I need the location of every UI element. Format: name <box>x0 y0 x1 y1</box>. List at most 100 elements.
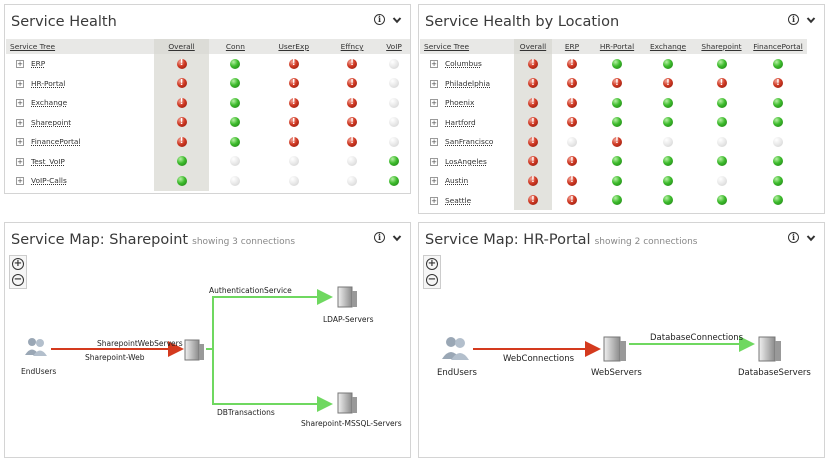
zoom-out-button[interactable]: − <box>10 272 26 288</box>
status-critical-icon[interactable] <box>528 97 538 108</box>
end-users-node[interactable]: EndUsers <box>21 338 56 376</box>
edge-authentication[interactable] <box>206 289 333 350</box>
info-icon[interactable]: i <box>374 232 385 243</box>
status-critical-icon[interactable] <box>567 117 577 128</box>
status-ok-icon[interactable] <box>612 97 622 108</box>
status-unknown-icon[interactable] <box>389 136 399 147</box>
status-critical-icon[interactable] <box>176 117 187 128</box>
web-servers-node[interactable]: WebServers <box>591 336 642 378</box>
status-unknown-icon[interactable] <box>389 58 399 69</box>
row-link[interactable]: SanFrancisco <box>445 137 494 147</box>
status-ok-icon[interactable] <box>663 58 673 69</box>
mssql-servers-node[interactable]: Sharepoint-MSSQL-Servers <box>301 392 402 428</box>
zoom-out-button[interactable]: − <box>424 272 440 288</box>
zoom-in-button[interactable]: + <box>10 256 26 272</box>
status-ok-icon[interactable] <box>773 117 783 128</box>
status-critical-icon[interactable] <box>176 97 187 108</box>
status-ok-icon[interactable] <box>230 78 241 89</box>
status-ok-icon[interactable] <box>773 156 783 167</box>
status-ok-icon[interactable] <box>612 156 622 167</box>
status-critical-icon[interactable] <box>288 58 299 69</box>
expand-icon[interactable]: + <box>16 79 24 88</box>
info-icon[interactable]: i <box>788 232 799 243</box>
status-critical-icon[interactable] <box>663 78 673 89</box>
expand-icon[interactable]: + <box>16 157 24 166</box>
status-critical-icon[interactable] <box>716 78 727 89</box>
expand-icon[interactable]: + <box>430 196 438 205</box>
status-ok-icon[interactable] <box>663 117 673 128</box>
status-ok-icon[interactable] <box>716 117 727 128</box>
status-critical-icon[interactable] <box>567 156 577 167</box>
chevron-down-icon[interactable] <box>392 233 402 243</box>
row-link[interactable]: VoIP-Calls <box>31 176 67 186</box>
status-unknown-icon[interactable] <box>773 136 783 147</box>
status-ok-icon[interactable] <box>612 58 622 69</box>
status-critical-icon[interactable] <box>773 78 783 89</box>
row-link[interactable]: Exchange <box>31 98 68 108</box>
expand-icon[interactable]: + <box>16 118 24 127</box>
status-ok-icon[interactable] <box>716 195 727 206</box>
status-ok-icon[interactable] <box>389 175 399 186</box>
status-critical-icon[interactable] <box>528 156 538 167</box>
status-critical-icon[interactable] <box>288 136 299 147</box>
status-unknown-icon[interactable] <box>389 78 399 89</box>
expand-icon[interactable]: + <box>430 60 438 69</box>
status-ok-icon[interactable] <box>612 117 622 128</box>
status-unknown-icon[interactable] <box>347 156 358 167</box>
edge-dbtransactions[interactable] <box>212 349 333 412</box>
expand-icon[interactable]: + <box>430 177 438 186</box>
status-critical-icon[interactable] <box>567 97 577 108</box>
column-header[interactable]: FinancePortal <box>749 39 807 54</box>
row-link[interactable]: Test_VoIP <box>31 156 65 166</box>
status-critical-icon[interactable] <box>347 97 358 108</box>
status-critical-icon[interactable] <box>347 117 358 128</box>
status-ok-icon[interactable] <box>663 195 673 206</box>
status-critical-icon[interactable] <box>528 136 538 147</box>
status-ok-icon[interactable] <box>230 136 241 147</box>
row-link[interactable]: Hartford <box>445 117 476 127</box>
status-ok-icon[interactable] <box>612 195 622 206</box>
status-critical-icon[interactable] <box>347 136 358 147</box>
status-critical-icon[interactable] <box>528 175 538 186</box>
row-link[interactable]: Austin <box>445 176 469 186</box>
column-header[interactable]: Service Tree <box>6 39 154 54</box>
status-critical-icon[interactable] <box>176 136 187 147</box>
row-link[interactable]: ERP <box>31 59 46 69</box>
column-header[interactable]: Conn <box>209 39 262 54</box>
expand-icon[interactable]: + <box>16 138 24 147</box>
status-critical-icon[interactable] <box>612 78 622 89</box>
column-header[interactable]: Overall <box>153 39 210 54</box>
status-ok-icon[interactable] <box>663 97 673 108</box>
status-critical-icon[interactable] <box>347 78 358 89</box>
column-header[interactable]: HR-Portal <box>592 39 642 54</box>
status-unknown-icon[interactable] <box>230 156 241 167</box>
column-header[interactable]: Effncy <box>326 39 379 54</box>
status-ok-icon[interactable] <box>773 58 783 69</box>
row-link[interactable]: Seattle <box>445 195 472 205</box>
status-critical-icon[interactable] <box>528 78 538 89</box>
status-ok-icon[interactable] <box>773 195 783 206</box>
expand-icon[interactable]: + <box>430 99 438 108</box>
chevron-down-icon[interactable] <box>392 15 402 25</box>
web-servers-node[interactable] <box>184 339 204 361</box>
status-unknown-icon[interactable] <box>347 175 358 186</box>
status-critical-icon[interactable] <box>176 78 187 89</box>
info-icon[interactable]: i <box>788 14 799 25</box>
column-header[interactable]: VoIP <box>378 39 410 54</box>
status-critical-icon[interactable] <box>288 117 299 128</box>
column-header[interactable]: Exchange <box>642 39 694 54</box>
info-icon[interactable]: i <box>374 14 385 25</box>
column-header[interactable]: ERP <box>552 39 592 54</box>
expand-icon[interactable]: + <box>16 99 24 108</box>
status-ok-icon[interactable] <box>716 58 727 69</box>
status-critical-icon[interactable] <box>567 195 577 206</box>
expand-icon[interactable]: + <box>430 157 438 166</box>
status-unknown-icon[interactable] <box>230 175 241 186</box>
status-critical-icon[interactable] <box>528 195 538 206</box>
status-critical-icon[interactable] <box>288 97 299 108</box>
expand-icon[interactable]: + <box>16 60 24 69</box>
row-link[interactable]: HR-Portal <box>31 78 66 88</box>
status-critical-icon[interactable] <box>567 175 577 186</box>
chevron-down-icon[interactable] <box>806 233 816 243</box>
status-ok-icon[interactable] <box>716 156 727 167</box>
